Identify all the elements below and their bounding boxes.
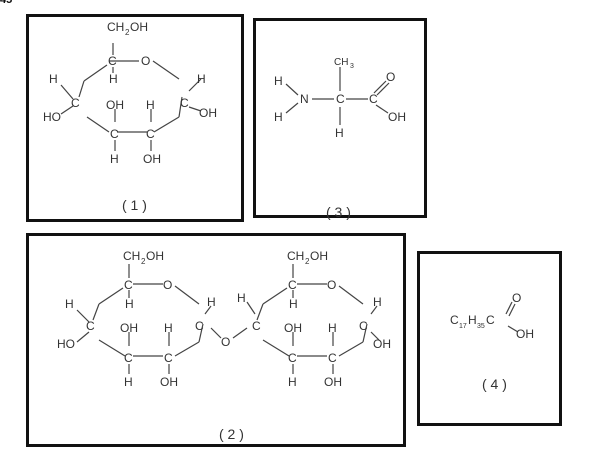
svg-text:HO: HO <box>43 110 61 124</box>
svg-text:OH: OH <box>120 321 138 335</box>
svg-text:O: O <box>163 278 172 292</box>
svg-text:H: H <box>124 375 133 389</box>
caption-4: ( 4 ) <box>482 376 507 392</box>
svg-text:H: H <box>110 152 119 166</box>
svg-text:OH: OH <box>130 20 148 34</box>
svg-text:H: H <box>289 297 298 311</box>
svg-text:C: C <box>146 127 155 141</box>
svg-text:H: H <box>125 297 134 311</box>
svg-text:O: O <box>221 335 230 349</box>
structure-1: CH 2 OH C O H H C HO H C OH OH H C C H O… <box>43 20 217 166</box>
svg-text:C: C <box>288 351 297 365</box>
svg-text:C: C <box>108 54 117 68</box>
svg-text:H: H <box>146 98 155 112</box>
caption-2: ( 2 ) <box>219 426 244 442</box>
panel-1-glucose: CH 2 OH C O H H C HO H C OH OH H C C H O… <box>26 14 244 222</box>
svg-text:C: C <box>288 278 297 292</box>
svg-text:OH: OH <box>106 98 124 112</box>
svg-text:H: H <box>373 295 382 309</box>
svg-text:2: 2 <box>125 28 130 37</box>
svg-text:O: O <box>386 70 395 84</box>
svg-text:H: H <box>197 72 206 86</box>
svg-text:H: H <box>207 295 216 309</box>
svg-text:C: C <box>336 92 345 106</box>
caption-1: ( 1 ) <box>122 197 147 213</box>
svg-text:H: H <box>468 313 477 327</box>
svg-text:17: 17 <box>459 323 467 330</box>
svg-text:C: C <box>359 319 368 333</box>
svg-text:2: 2 <box>141 257 146 266</box>
caption-3: ( 3 ) <box>326 204 351 220</box>
svg-text:C: C <box>164 351 173 365</box>
corner-number: 45 <box>0 0 13 6</box>
svg-text:2: 2 <box>305 257 310 266</box>
structure-3: CH 3 H N H C C O OH H <box>274 57 406 140</box>
svg-text:CH: CH <box>287 249 304 263</box>
svg-text:H: H <box>274 74 283 88</box>
svg-text:OH: OH <box>160 375 178 389</box>
svg-text:OH: OH <box>143 152 161 166</box>
svg-text:HO: HO <box>57 337 75 351</box>
svg-text:C: C <box>252 319 261 333</box>
svg-text:H: H <box>328 321 337 335</box>
svg-text:H: H <box>49 72 58 86</box>
svg-text:OH: OH <box>199 106 217 120</box>
svg-text:OH: OH <box>284 321 302 335</box>
panel-3-alanine: CH 3 H N H C C O OH H ( 3 ) <box>253 18 427 220</box>
svg-text:H: H <box>335 126 344 140</box>
structure-4: C 17 H 35 C O OH <box>450 291 534 341</box>
svg-text:C: C <box>369 92 378 106</box>
svg-text:C: C <box>486 313 495 327</box>
svg-text:O: O <box>141 54 150 68</box>
svg-text:N: N <box>300 92 309 106</box>
svg-text:OH: OH <box>146 249 164 263</box>
svg-text:H: H <box>65 297 74 311</box>
svg-text:OH: OH <box>516 327 534 341</box>
svg-text:OH: OH <box>373 337 391 351</box>
svg-text:C: C <box>180 96 189 110</box>
svg-text:CH: CH <box>107 20 124 34</box>
panel-4-fatty-acid: C 17 H 35 C O OH ( 4 ) <box>417 251 562 426</box>
svg-text:OH: OH <box>324 375 342 389</box>
svg-text:C: C <box>450 313 459 327</box>
svg-text:C: C <box>86 319 95 333</box>
svg-text:CH: CH <box>123 249 140 263</box>
svg-text:H: H <box>288 375 297 389</box>
svg-text:C: C <box>328 351 337 365</box>
svg-text:C: C <box>110 127 119 141</box>
svg-text:H: H <box>109 72 118 86</box>
svg-text:OH: OH <box>310 249 328 263</box>
svg-text:C: C <box>195 319 204 333</box>
panel-2-disaccharide: CH 2 OH C O H H C HO H C OH H C C H OH O… <box>26 233 406 447</box>
svg-text:CH: CH <box>334 57 348 68</box>
svg-text:3: 3 <box>350 63 354 70</box>
svg-text:OH: OH <box>388 110 406 124</box>
svg-text:35: 35 <box>477 323 485 330</box>
svg-text:O: O <box>327 278 336 292</box>
svg-text:H: H <box>237 291 246 305</box>
svg-text:O: O <box>512 291 521 305</box>
svg-text:C: C <box>124 351 133 365</box>
svg-text:C: C <box>124 278 133 292</box>
svg-text:H: H <box>274 110 283 124</box>
svg-text:C: C <box>71 96 80 110</box>
structure-2: CH 2 OH C O H H C HO H C OH H C C H OH O… <box>57 249 391 389</box>
svg-text:H: H <box>164 321 173 335</box>
